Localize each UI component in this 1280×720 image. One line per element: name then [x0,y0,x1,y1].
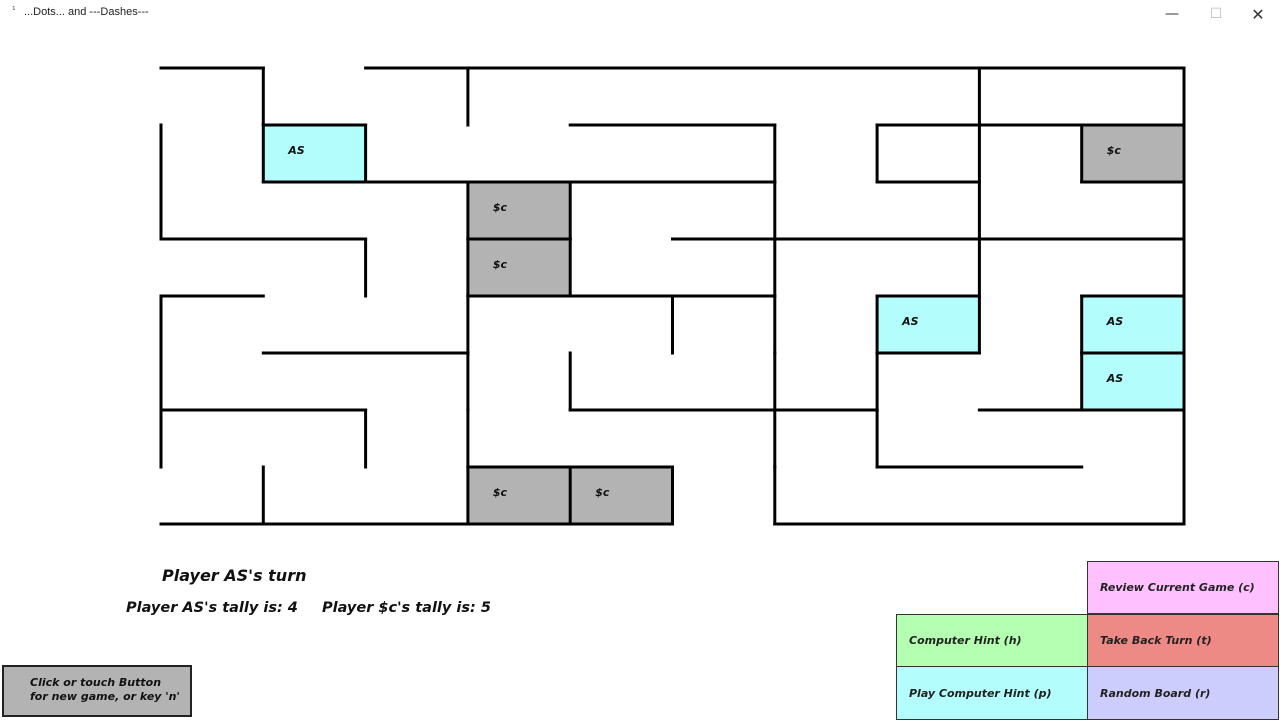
claimed-box-sc [570,467,673,524]
new-game-button[interactable]: Click or touch Button for new game, or k… [2,665,192,717]
take-back-turn-button[interactable]: Take Back Turn (t) [1087,614,1279,667]
maximize-icon[interactable]: ☐ [1209,6,1223,22]
box-owner-label: $c [493,201,508,214]
claimed-box-as [263,125,366,182]
new-game-label-line1: Click or touch Button [30,676,162,689]
random-board-button[interactable]: Random Board (r) [1087,666,1279,720]
turn-indicator: Player AS's turn [162,566,307,585]
box-owner-label: $c [493,258,508,271]
minimize-icon[interactable]: — [1165,6,1179,22]
claimed-box-sc [467,467,571,524]
claimed-box-as [1081,296,1184,353]
box-owner-label: AS [287,144,305,157]
play-computer-hint-button[interactable]: Play Computer Hint (p) [896,666,1088,720]
title-bar: ¹ ...Dots... and ---Dashes--- — ☐ ✕ [0,0,1280,28]
claimed-box-as [877,296,980,353]
box-owner-label: AS [901,315,919,328]
claimed-box-as [1081,353,1184,410]
claimed-box-sc [1081,125,1184,182]
box-owner-label: $c [493,486,508,499]
computer-hint-button[interactable]: Computer Hint (h) [896,614,1088,667]
review-current-game-button[interactable]: Review Current Game (c) [1087,561,1279,614]
player-sc-tally: Player $c's tally is: 5 [322,600,491,616]
window-title: ...Dots... and ---Dashes--- [24,6,149,18]
new-game-label-line2: for new game, or key 'n' [30,690,180,703]
app-icon: ¹ [12,6,16,16]
box-owner-label: AS [1106,315,1124,328]
box-owner-label: $c [595,486,610,499]
claimed-box-sc [467,182,571,239]
claimed-box-sc [467,239,571,296]
player-as-tally: Player AS's tally is: 4 [126,600,298,616]
box-owner-label: $c [1107,144,1122,157]
box-owner-label: AS [1106,372,1124,385]
close-icon[interactable]: ✕ [1251,4,1265,24]
